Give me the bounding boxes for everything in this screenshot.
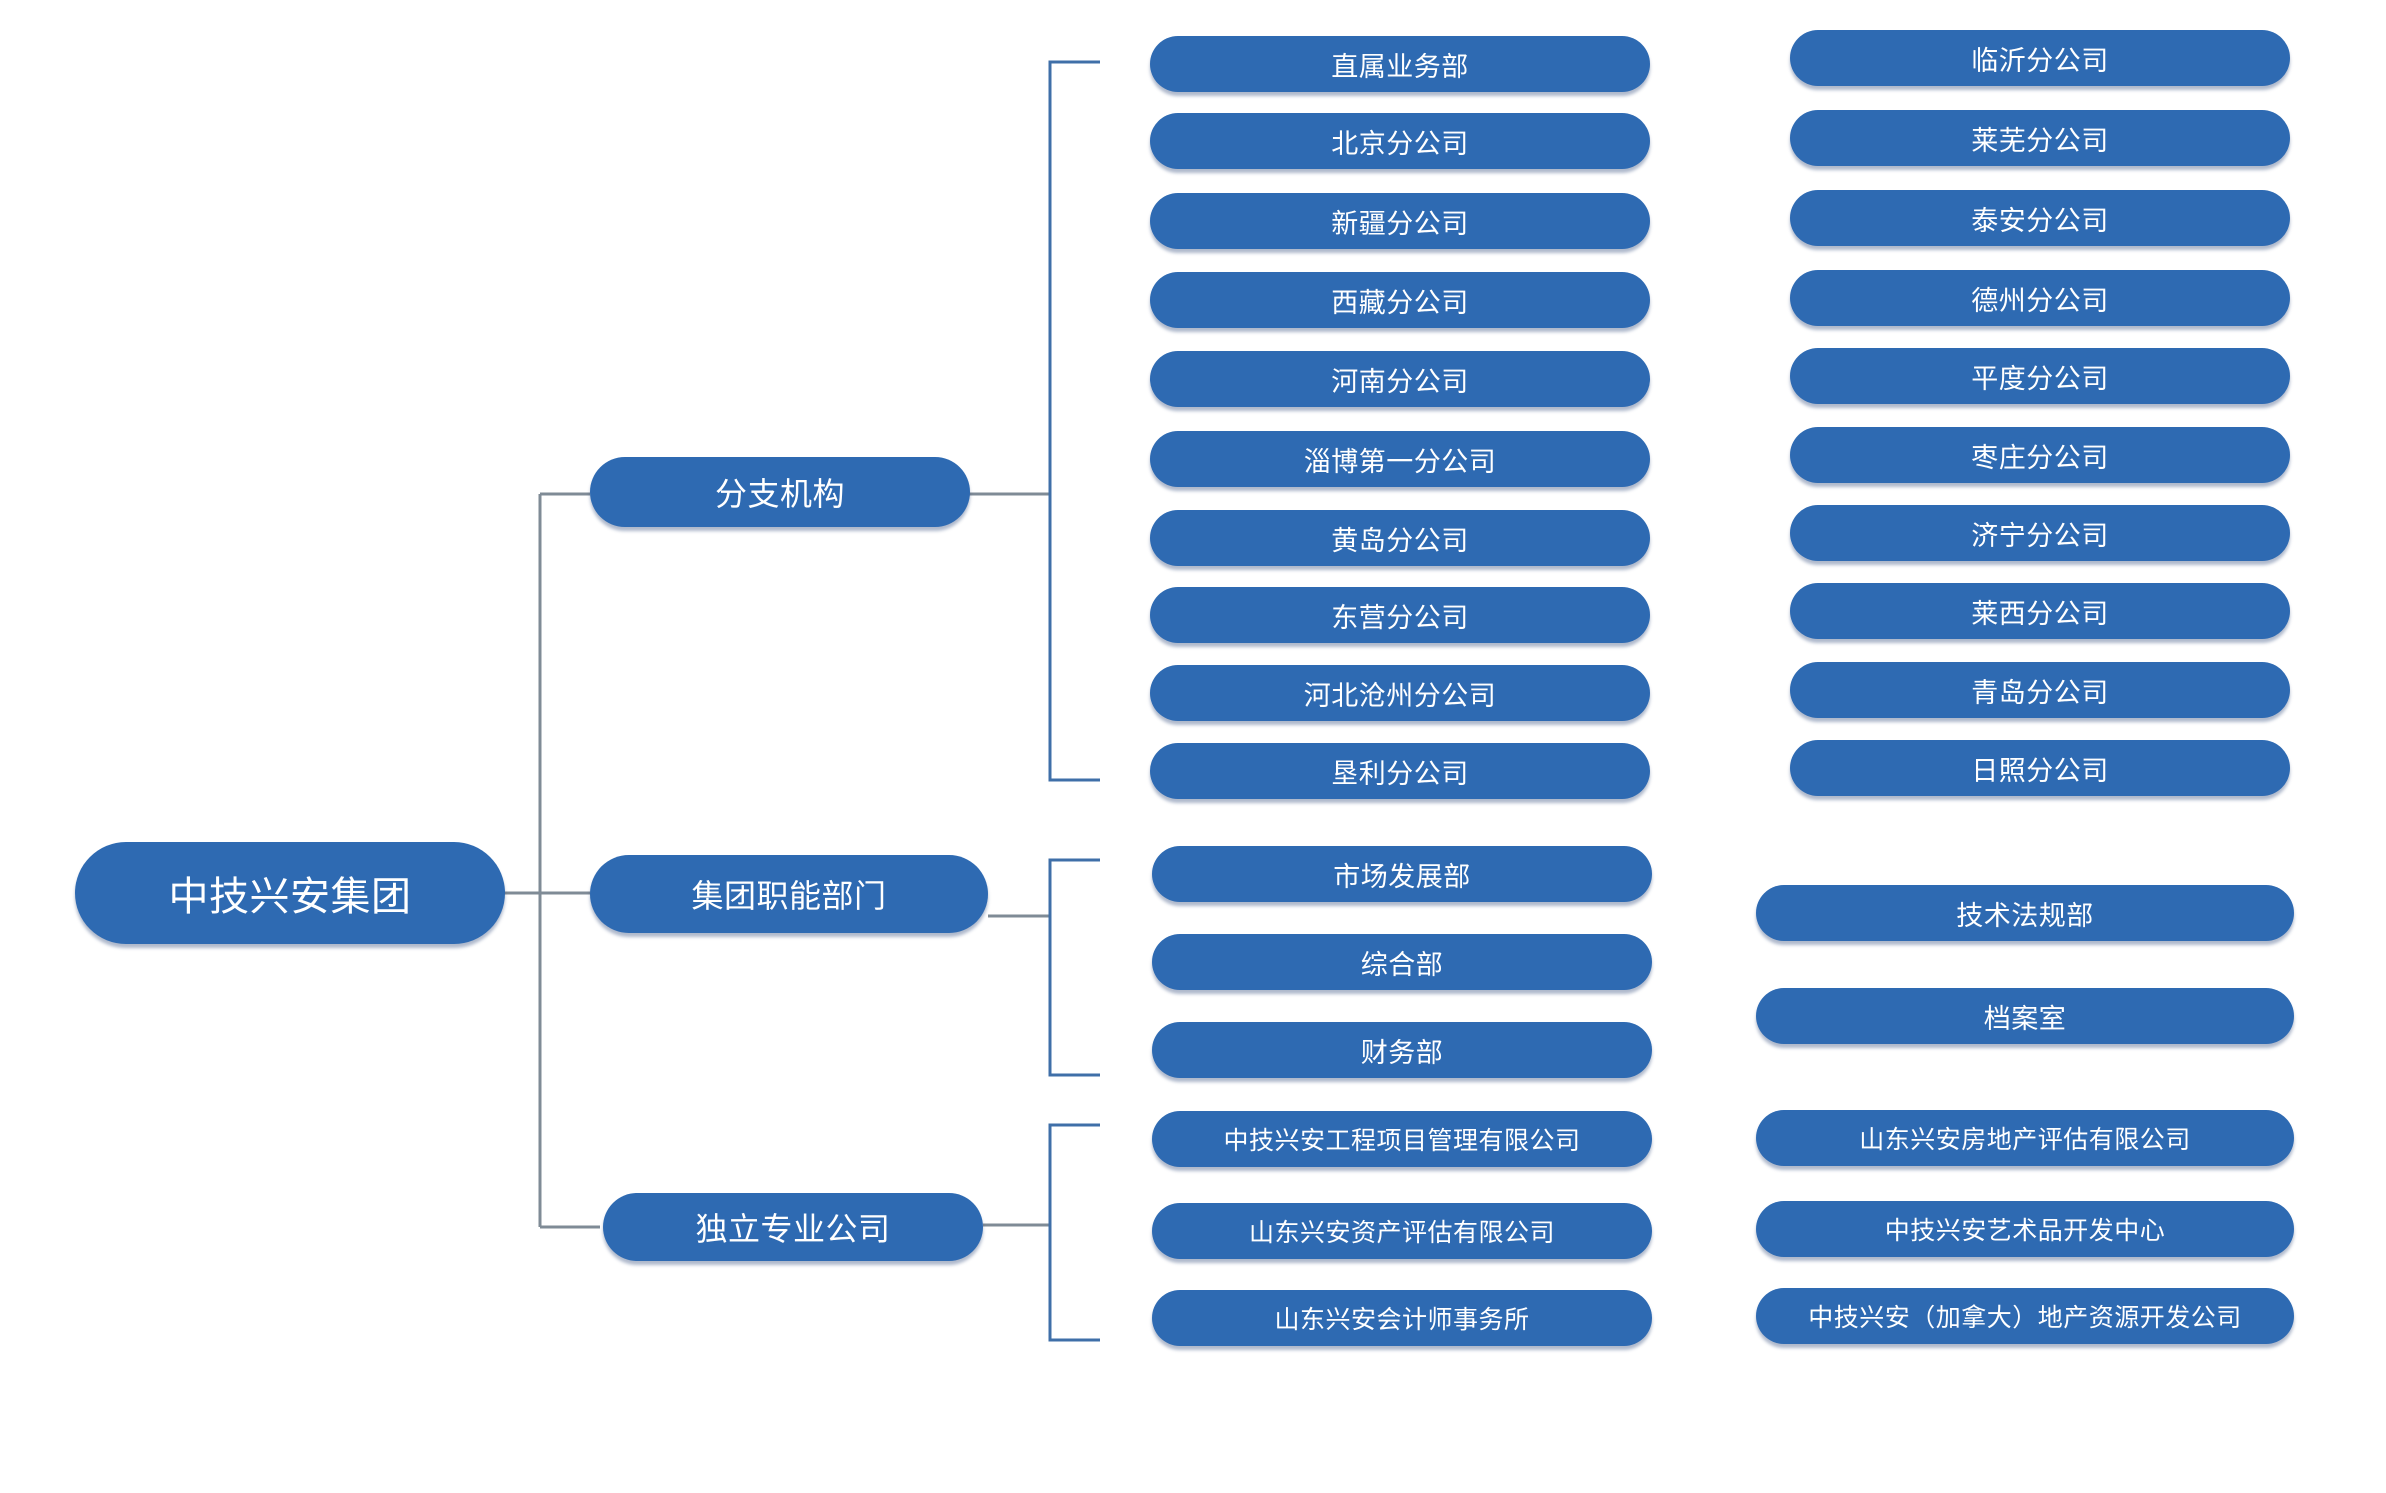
company-label: 山东兴安资产评估有限公司 [1248, 1218, 1555, 1247]
branch-label: 新疆分公司 [1331, 208, 1469, 240]
department-label: 综合部 [1360, 949, 1444, 981]
branch-label: 德州分公司 [1971, 285, 2109, 317]
branch-node[interactable]: 东营分公司 [1150, 587, 1650, 643]
branch-label: 河南分公司 [1331, 366, 1469, 398]
department-label: 财务部 [1360, 1037, 1444, 1069]
branch-node[interactable]: 北京分公司 [1150, 113, 1650, 169]
branch-node[interactable]: 莱西分公司 [1790, 583, 2290, 639]
department-node[interactable]: 档案室 [1756, 988, 2294, 1044]
branch-node[interactable]: 河南分公司 [1150, 351, 1650, 407]
company-node[interactable]: 中技兴安艺术品开发中心 [1756, 1201, 2294, 1257]
company-node[interactable]: 山东兴安资产评估有限公司 [1152, 1203, 1652, 1259]
department-label: 档案室 [1983, 1003, 2067, 1035]
trunk-connector [500, 492, 600, 1229]
branch-node[interactable]: 莱芜分公司 [1790, 110, 2290, 166]
branch-node[interactable]: 垦利分公司 [1150, 743, 1650, 799]
branch-label: 莱西分公司 [1971, 598, 2109, 630]
category-label: 独立专业公司 [695, 1210, 891, 1248]
company-label: 中技兴安艺术品开发中心 [1884, 1216, 2166, 1245]
department-node[interactable]: 市场发展部 [1152, 846, 1652, 902]
category-branches[interactable]: 分支机构 [590, 457, 970, 527]
company-node[interactable]: 山东兴安房地产评估有限公司 [1756, 1110, 2294, 1166]
branch-label: 淄博第一分公司 [1303, 446, 1497, 478]
company-node[interactable]: 中技兴安（加拿大）地产资源开发公司 [1756, 1288, 2294, 1344]
branch-label: 垦利分公司 [1331, 758, 1469, 790]
branch-label: 临沂分公司 [1971, 45, 2109, 77]
department-node[interactable]: 综合部 [1152, 934, 1652, 990]
category-companies[interactable]: 独立专业公司 [603, 1193, 983, 1261]
branch-label: 青岛分公司 [1971, 677, 2109, 709]
branch-node[interactable]: 临沂分公司 [1790, 30, 2290, 86]
company-label: 山东兴安房地产评估有限公司 [1859, 1125, 2191, 1154]
branch-label: 河北沧州分公司 [1303, 680, 1497, 712]
company-label: 山东兴安会计师事务所 [1274, 1305, 1530, 1334]
branch-label: 西藏分公司 [1331, 287, 1469, 319]
department-node[interactable]: 技术法规部 [1756, 885, 2294, 941]
branches-bracket [1048, 60, 1100, 782]
branch-label: 莱芜分公司 [1971, 125, 2109, 157]
departments-bracket [1048, 858, 1100, 1077]
branch-label: 平度分公司 [1971, 363, 2109, 395]
companies-bracket [1048, 1123, 1100, 1342]
category-departments[interactable]: 集团职能部门 [590, 855, 988, 933]
branch-node[interactable]: 西藏分公司 [1150, 272, 1650, 328]
branch-label: 黄岛分公司 [1331, 525, 1469, 557]
branch-node[interactable]: 日照分公司 [1790, 740, 2290, 796]
branch-node[interactable]: 新疆分公司 [1150, 193, 1650, 249]
department-label: 技术法规部 [1956, 900, 2094, 932]
branch-node[interactable]: 黄岛分公司 [1150, 510, 1650, 566]
branch-label: 北京分公司 [1331, 128, 1469, 160]
company-label: 中技兴安工程项目管理有限公司 [1223, 1126, 1581, 1155]
category-label: 集团职能部门 [691, 877, 887, 915]
category-label: 分支机构 [714, 475, 845, 513]
branch-label: 泰安分公司 [1971, 205, 2109, 237]
branch-node[interactable]: 泰安分公司 [1790, 190, 2290, 246]
branch-node[interactable]: 淄博第一分公司 [1150, 431, 1650, 487]
department-node[interactable]: 财务部 [1152, 1022, 1652, 1078]
branch-node[interactable]: 德州分公司 [1790, 270, 2290, 326]
branch-label: 直属业务部 [1331, 51, 1469, 83]
branch-label: 济宁分公司 [1971, 520, 2109, 552]
department-label: 市场发展部 [1333, 861, 1471, 893]
company-node[interactable]: 山东兴安会计师事务所 [1152, 1290, 1652, 1346]
branch-node[interactable]: 平度分公司 [1790, 348, 2290, 404]
branch-node[interactable]: 济宁分公司 [1790, 505, 2290, 561]
branch-node[interactable]: 枣庄分公司 [1790, 427, 2290, 483]
branch-node[interactable]: 河北沧州分公司 [1150, 665, 1650, 721]
root-node[interactable]: 中技兴安集团 [75, 842, 505, 944]
branch-label: 东营分公司 [1331, 602, 1469, 634]
branch-node[interactable]: 青岛分公司 [1790, 662, 2290, 718]
company-label: 中技兴安（加拿大）地产资源开发公司 [1808, 1303, 2242, 1332]
company-node[interactable]: 中技兴安工程项目管理有限公司 [1152, 1111, 1652, 1167]
root-node-label: 中技兴安集团 [168, 874, 412, 920]
branch-label: 日照分公司 [1971, 755, 2109, 787]
branch-node[interactable]: 直属业务部 [1150, 36, 1650, 92]
branch-label: 枣庄分公司 [1971, 442, 2109, 474]
